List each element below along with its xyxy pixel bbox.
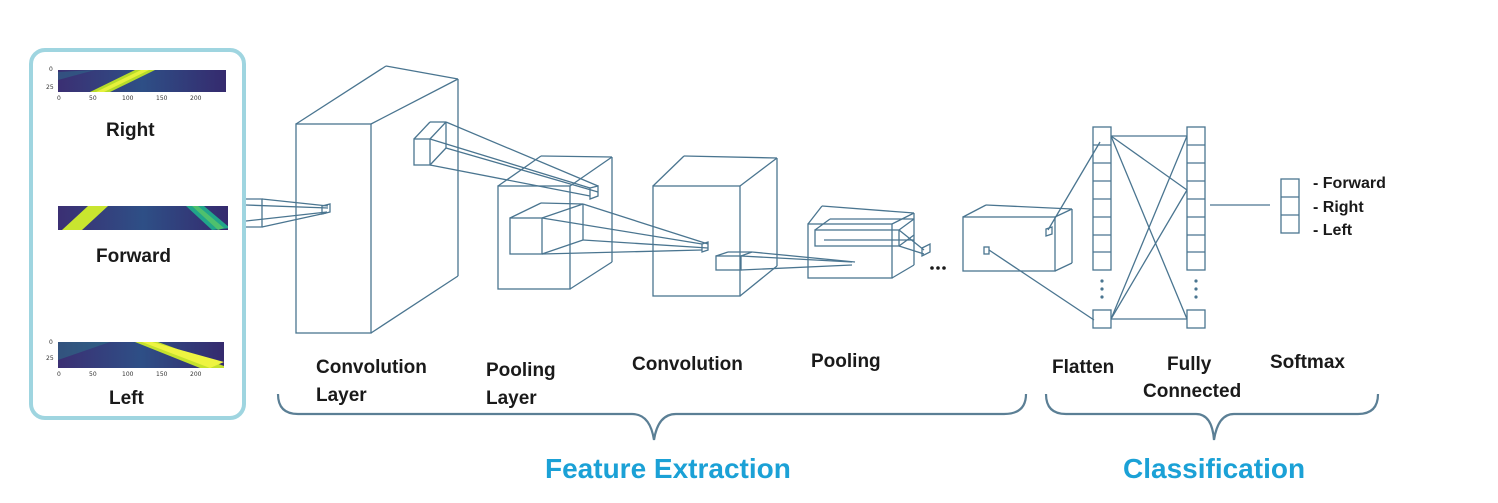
input-label-right: Right — [106, 120, 155, 141]
input-image-forward — [58, 206, 228, 230]
right-xtick-4: 200 — [190, 95, 202, 102]
right-ytick-0: 0 — [49, 66, 53, 73]
right-xtick-1: 50 — [89, 95, 97, 102]
input-image-left — [58, 342, 224, 368]
classification-brace — [1044, 393, 1380, 441]
input-image-right — [58, 70, 226, 92]
right-xtick-0: 0 — [57, 95, 61, 102]
layer-label-softmax: Softmax — [1270, 352, 1345, 373]
left-xtick-2: 100 — [122, 371, 134, 378]
input-label-left: Left — [109, 388, 144, 409]
layer-label-convolution-1-line2: Layer — [316, 385, 367, 406]
left-xtick-3: 150 — [156, 371, 168, 378]
left-ytick-0: 0 — [49, 339, 53, 346]
layer-label-pooling-1-line1: Pooling — [486, 360, 556, 381]
right-ytick-1: 25 — [46, 84, 54, 91]
ellipsis-dots — [930, 266, 946, 270]
conv-layer-2-block — [652, 155, 856, 297]
layer-label-convolution-1-line1: Convolution — [316, 357, 427, 378]
left-xtick-4: 200 — [190, 371, 202, 378]
fully-connected-vector — [1186, 126, 1206, 329]
output-class-forward: - Forward — [1313, 175, 1386, 192]
left-xtick-0: 0 — [57, 371, 61, 378]
layer-label-convolution-2: Convolution — [632, 354, 743, 375]
section-title-classification: Classification — [1123, 453, 1306, 484]
right-xtick-2: 100 — [122, 95, 134, 102]
layer-label-fully-line1: Fully — [1167, 354, 1212, 375]
right-xtick-3: 150 — [156, 95, 168, 102]
feature-extraction-brace — [276, 393, 1028, 441]
conv-layer-1-block — [295, 65, 599, 334]
pooling-layer-2-block — [807, 205, 931, 279]
layer-label-fully-line2: Connected — [1143, 381, 1242, 402]
layer-label-pooling-1-line2: Layer — [486, 388, 537, 409]
left-ytick-1: 25 — [46, 355, 54, 362]
softmax-output-vector — [1280, 178, 1300, 234]
section-title-feature-extraction: Feature Extraction — [545, 453, 791, 484]
pooling-layer-1-block — [497, 155, 709, 290]
output-class-left: - Left — [1313, 222, 1353, 239]
layer-label-pooling-2: Pooling — [811, 351, 881, 372]
input-frame — [29, 48, 246, 420]
final-feature-block — [962, 141, 1101, 321]
left-xtick-1: 50 — [89, 371, 97, 378]
output-class-right: - Right — [1313, 199, 1364, 216]
layer-label-flatten: Flatten — [1052, 357, 1115, 378]
input-label-forward: Forward — [96, 246, 171, 267]
